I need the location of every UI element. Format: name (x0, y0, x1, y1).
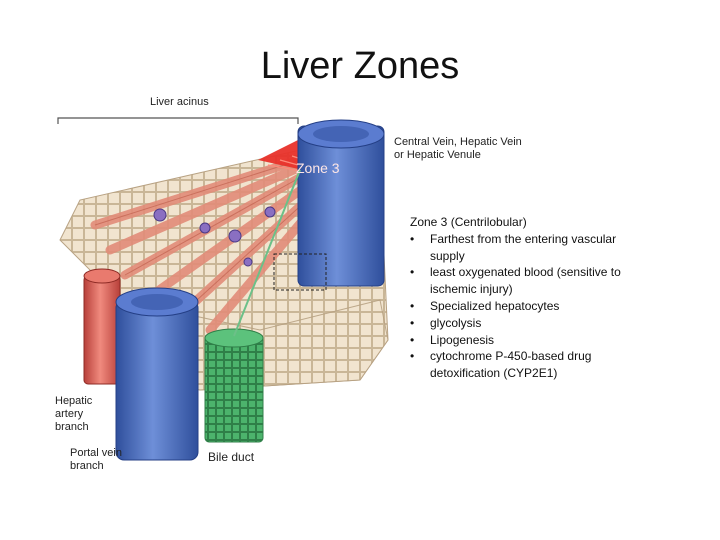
zone3-point: least oxygenated blood (sensitive to isc… (410, 264, 650, 298)
bile-duct-vessel (204, 335, 264, 443)
portal-vein-vessel (115, 299, 199, 461)
zone3-point: Specialized hepatocytes (410, 298, 650, 315)
zone3-sub-point: Lipogenesis (410, 332, 650, 349)
liver-acinus-label: Liver acinus (150, 96, 209, 108)
central-vein-label: Central Vein, Hepatic Vein or Hepatic Ve… (394, 136, 522, 161)
zone3-overlay-label: Zone 3 (296, 160, 340, 176)
portal-vein-label: Portal vein branch (70, 447, 122, 472)
hepatic-artery-vessel (83, 275, 121, 385)
hepatic-artery-label: Hepatic artery branch (55, 395, 93, 433)
sinusoid-lines (94, 159, 319, 321)
central-vein (297, 125, 385, 287)
zone3-sub-point: glycolysis (410, 315, 650, 332)
zone3-sub-point: cytochrome P-450-based drug detoxificati… (410, 348, 650, 382)
zone3-heading: Zone 3 (Centrilobular) (410, 215, 527, 229)
zone3-points: Farthest from the entering vascular supp… (410, 231, 650, 315)
detail-box (273, 253, 327, 291)
zone3-point: Farthest from the entering vascular supp… (410, 231, 650, 265)
acinus-bracket (57, 117, 299, 124)
zone3-sub-points: glycolysis Lipogenesis cytochrome P-450-… (410, 315, 650, 382)
zone3-description: Zone 3 (Centrilobular) Farthest from the… (410, 214, 650, 382)
bile-canaliculus (233, 169, 301, 337)
zone3-point-text: Specialized hepatocytes (430, 298, 560, 313)
page-title: Liver Zones (260, 45, 460, 87)
bile-duct-label: Bile duct (208, 450, 255, 464)
